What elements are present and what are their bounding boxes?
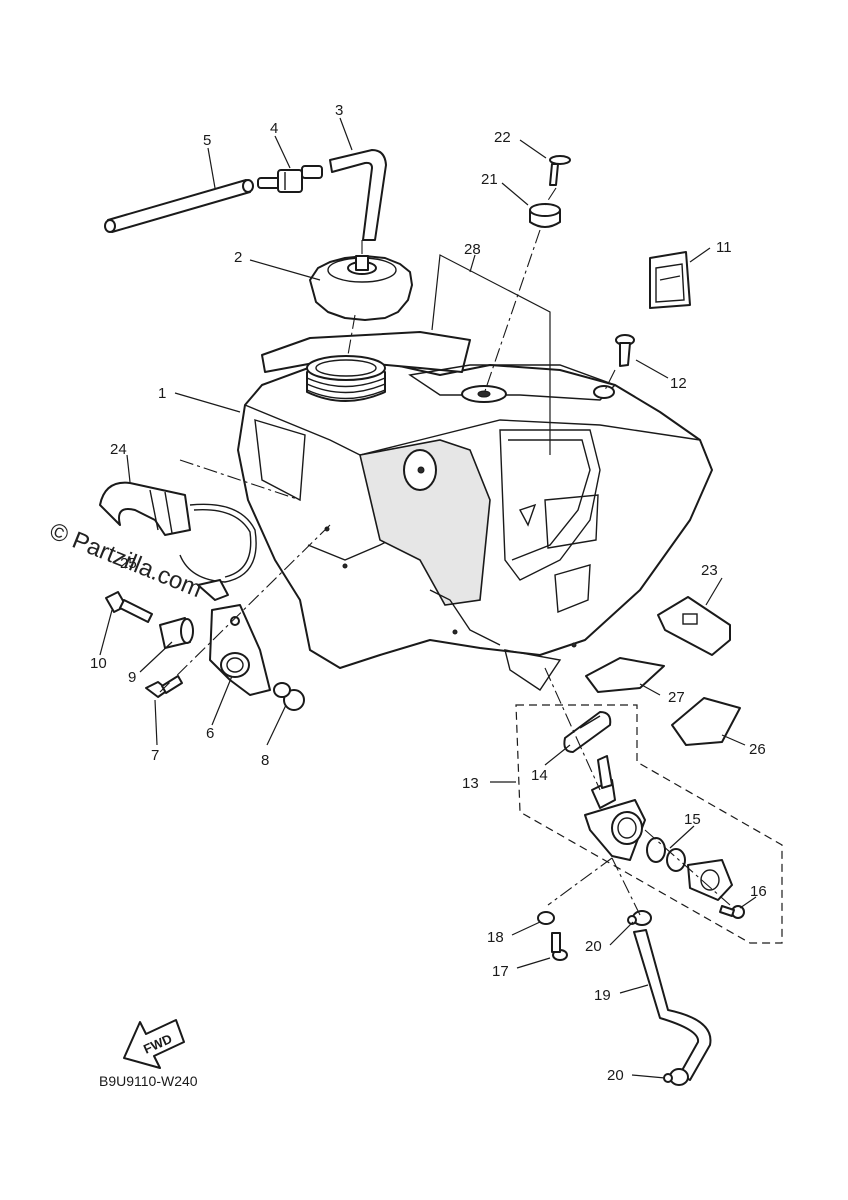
callout-4: 4 (270, 120, 278, 137)
callout-23: 23 (701, 562, 718, 579)
fuel-hose[interactable] (633, 929, 712, 1081)
cover-23[interactable] (657, 596, 731, 656)
callout-11: 11 (716, 239, 732, 256)
strap-25[interactable] (179, 503, 257, 601)
callout-8: 8 (261, 752, 269, 769)
callout-9: 9 (128, 669, 136, 686)
damper-9[interactable] (159, 617, 194, 649)
collar-21[interactable] (529, 203, 561, 228)
callout-15: 15 (684, 811, 701, 828)
callout-1: 1 (158, 385, 166, 402)
diagram-code: B9U9110-W240 (99, 1073, 198, 1089)
fuel-tank[interactable] (237, 331, 713, 691)
callout-28: 28 (464, 241, 481, 258)
callout-18: 18 (487, 929, 504, 946)
breather-valve[interactable] (257, 165, 323, 193)
callout-26: 26 (749, 741, 766, 758)
callout-20b: 20 (607, 1067, 624, 1084)
clip-11[interactable] (649, 251, 691, 309)
callout-21: 21 (481, 171, 498, 188)
callout-labels: 1 2 3 4 5 6 7 8 9 10 11 12 13 14 15 16 1… (90, 102, 767, 1084)
screw-16[interactable] (719, 905, 745, 919)
callout-12: 12 (670, 375, 687, 392)
bolt-7[interactable] (145, 675, 183, 698)
bolt-10[interactable] (105, 591, 153, 623)
callout-10: 10 (90, 655, 107, 672)
o-ring[interactable] (646, 837, 686, 872)
callout-5: 5 (203, 132, 211, 149)
callout-22: 22 (494, 129, 511, 146)
callout-17: 17 (492, 963, 509, 980)
callout-3: 3 (335, 102, 343, 119)
callout-27: 27 (668, 689, 685, 706)
callout-25: 25 (120, 555, 137, 572)
tank-cap[interactable] (309, 255, 413, 321)
breather-pipe[interactable] (104, 179, 254, 233)
screw-17[interactable] (551, 932, 568, 961)
callout-13: 13 (462, 775, 479, 792)
breather-hose[interactable] (329, 149, 387, 241)
callout-7: 7 (151, 747, 159, 764)
callout-14: 14 (531, 767, 548, 784)
callout-20a: 20 (585, 938, 602, 955)
pad-26[interactable] (671, 697, 741, 746)
fuel-cock-assembly[interactable] (515, 704, 783, 944)
tank-band[interactable] (99, 481, 191, 536)
callout-19: 19 (594, 987, 611, 1004)
callout-24: 24 (110, 441, 127, 458)
emblem-28 (431, 254, 551, 455)
fuel-filter[interactable] (563, 711, 612, 753)
fuel-cock-body[interactable] (584, 755, 646, 861)
tank-bracket[interactable] (209, 604, 271, 696)
leader-lines (99, 117, 757, 1079)
pad-27[interactable] (585, 657, 665, 693)
washer-18[interactable] (537, 911, 555, 925)
fwd-arrow: FWD (123, 1019, 185, 1069)
hose-clip-lower[interactable] (663, 1068, 689, 1086)
hose-clip-upper[interactable] (627, 910, 652, 926)
lever-plate[interactable] (687, 859, 733, 901)
callout-2: 2 (234, 249, 242, 266)
bolt-12[interactable] (615, 334, 635, 367)
collar-8[interactable] (273, 682, 305, 711)
callout-6: 6 (206, 725, 214, 742)
assembly-center-lines (159, 187, 731, 916)
screw-22[interactable] (549, 155, 571, 186)
callout-16: 16 (750, 883, 767, 900)
